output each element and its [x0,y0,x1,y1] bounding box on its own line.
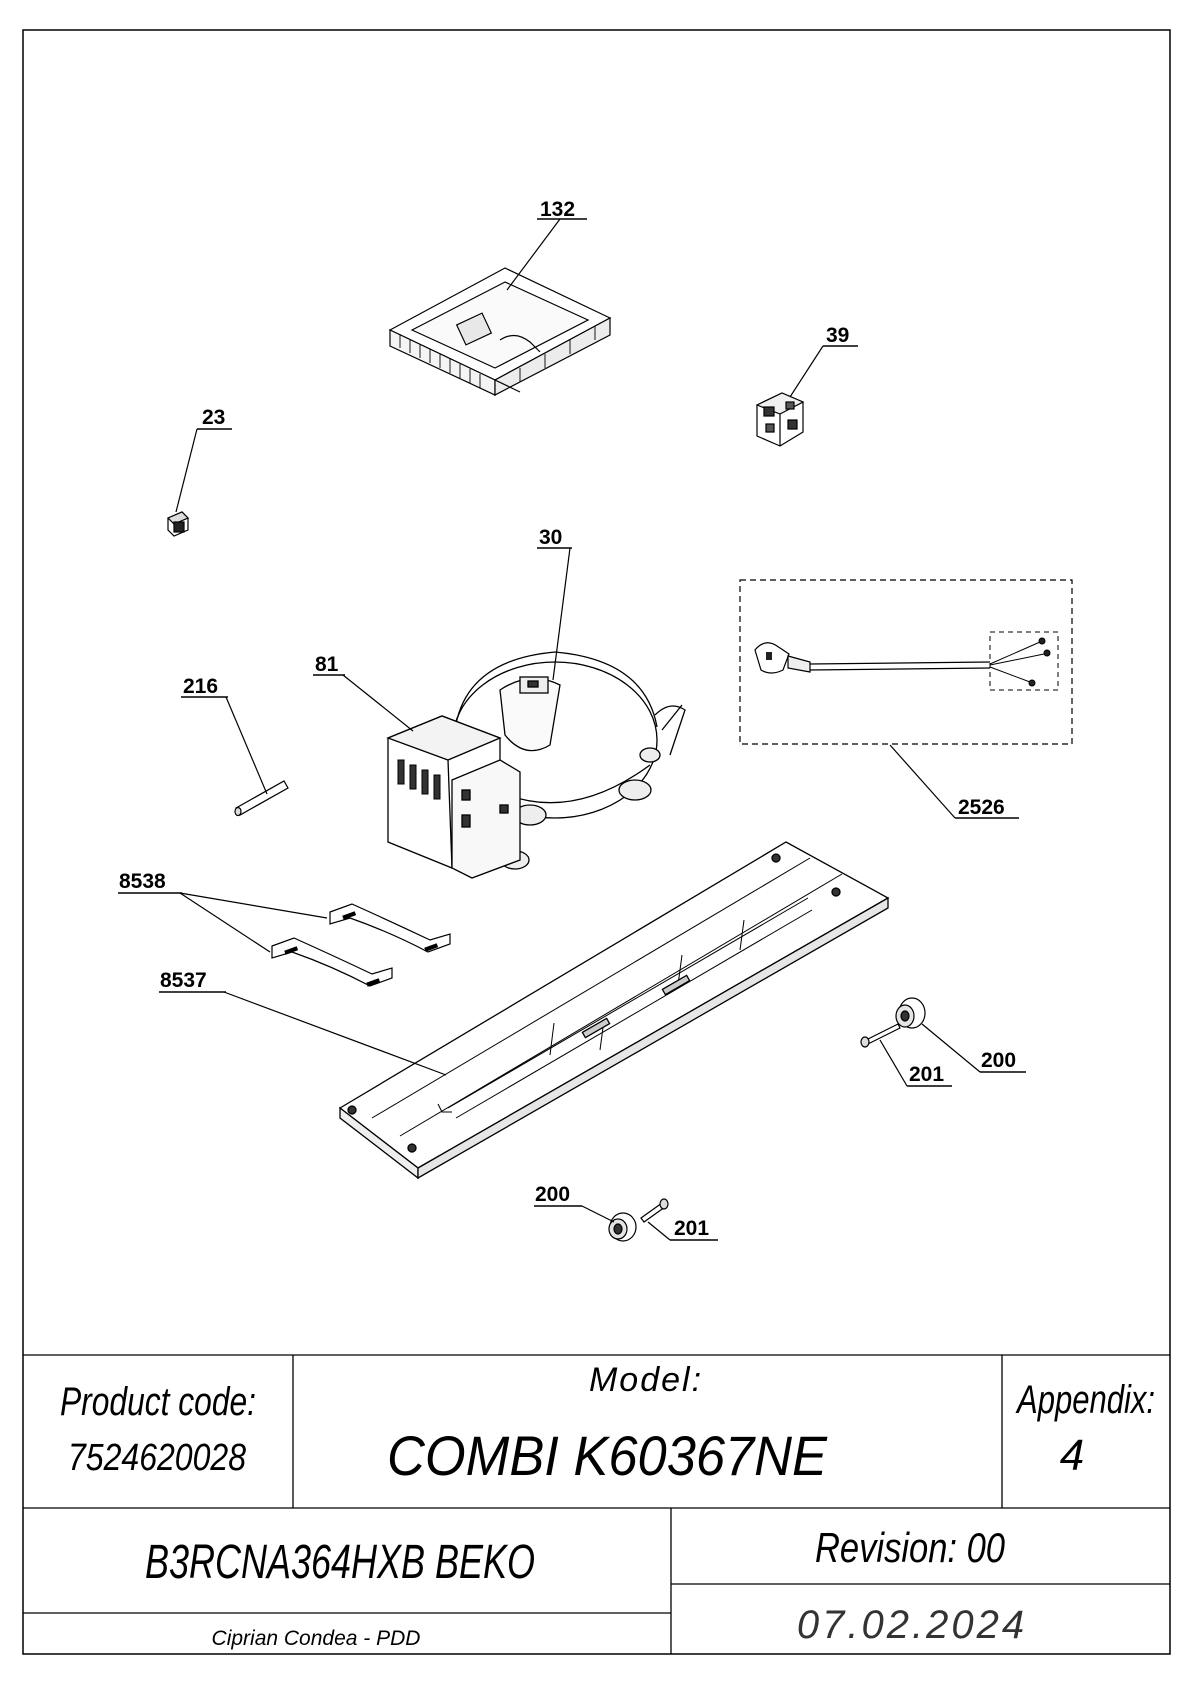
callout-216: 216 [183,675,218,698]
leader-23 [175,428,198,513]
callout-23: 23 [202,406,225,429]
author: Ciprian Condea - PDD [212,1627,421,1650]
product-code-label: Product code: [60,1380,256,1424]
callout-39: 39 [826,324,849,347]
callout-30: 30 [539,526,562,549]
sheet-border [22,29,1171,1655]
callout-8538: 8538 [119,870,166,893]
part-8538-pads [271,903,451,987]
leader-8538-a [179,892,328,919]
leader-39 [789,345,824,398]
leader-201-bottom [647,1221,671,1241]
part-200-damper-bottom [608,1212,637,1242]
part-23-grommet [166,511,190,537]
part-8537-base-rail [338,841,890,1180]
leader-2526 [889,744,956,819]
appendix-label: Appendix: [1015,1378,1155,1422]
part-132-cover-box [388,267,612,396]
callout-2526: 2526 [958,796,1005,819]
appendix-value: 4 [1060,1431,1084,1480]
leader-81 [342,674,414,732]
product-name: B3RCNA364HXB BEKO [145,1536,535,1589]
revision: Revision: 00 [815,1524,1006,1571]
callout-201-right: 201 [909,1063,944,1086]
part-201-bolt-bottom [640,1198,669,1223]
leader-201-right [879,1039,908,1087]
title-block-grid [23,1354,1170,1654]
leader-8538-b [179,892,271,953]
part-200-damper-right [895,997,926,1029]
part-2526-power-cable [739,579,1073,745]
model-value: COMBI K60367NE [387,1424,828,1487]
part-201-bolt-right [860,1023,901,1048]
callout-81: 81 [315,653,339,676]
part-216-pin [234,780,289,817]
leader-200-bottom [581,1205,615,1223]
leader-8537 [223,991,447,1076]
date: 07.02.2024 [797,1603,1027,1647]
product-code-value: 7524620028 [68,1437,246,1479]
leader-132 [506,218,561,291]
callout-200-bottom: 200 [535,1183,570,1206]
leader-30 [552,547,571,681]
leader-216 [225,696,268,795]
leader-200-right [921,1023,981,1073]
part-39-starter-relay [755,392,805,447]
part-81-electronic-box [386,715,521,879]
callout-8537: 8537 [160,969,207,992]
callout-201-bottom: 201 [674,1217,709,1240]
callout-132: 132 [540,198,575,221]
model-label: Model: [589,1361,703,1399]
callout-200-right: 200 [981,1049,1016,1072]
